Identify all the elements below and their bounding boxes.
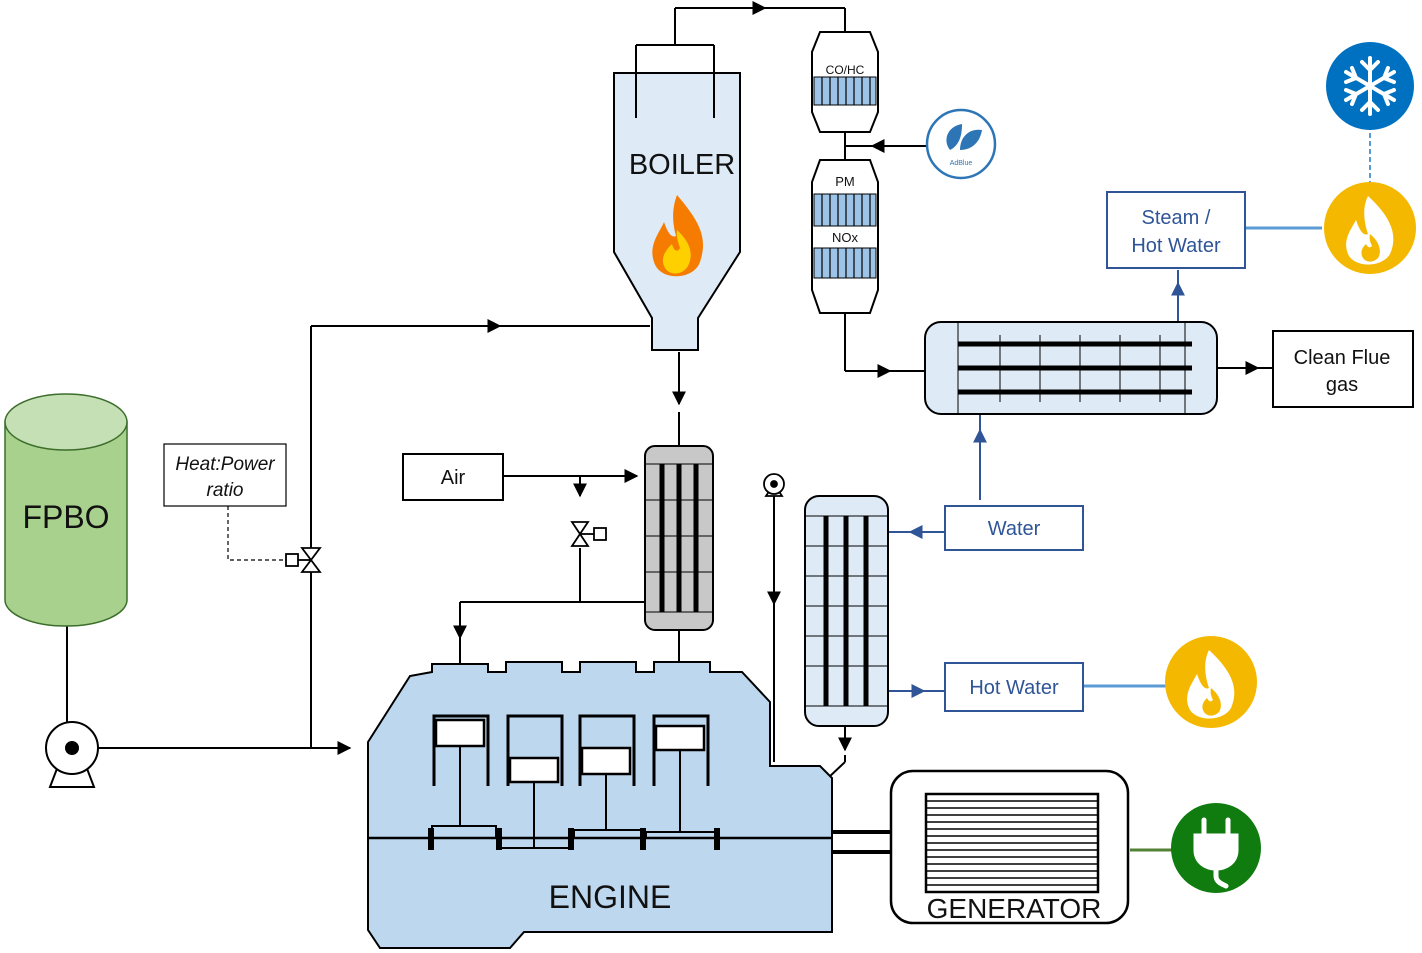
power-plug-icon (1171, 803, 1261, 893)
boiler-label: BOILER (629, 149, 735, 181)
pm-nox-catalyst: PM NOx (811, 159, 879, 314)
adblue-label: AdBlue (950, 160, 973, 167)
process-pipes (66, 1, 1272, 854)
control-signal-line (227, 506, 286, 561)
boiler: BOILER (613, 44, 741, 351)
water-label: Water (988, 518, 1041, 540)
engine: ENGINE (367, 661, 833, 949)
water-lines (888, 270, 1185, 698)
nox-label: NOx (832, 230, 859, 245)
heat-power-line2: ratio (207, 480, 244, 501)
hot-water-label: Hot Water (969, 677, 1059, 699)
valve-icon (285, 547, 322, 573)
clean-line2: gas (1326, 374, 1358, 396)
steam-hot-water-box (1106, 191, 1246, 269)
water-box (944, 505, 1084, 551)
adblue-leaf-icon: AdBlue (925, 108, 997, 180)
steam-line1: Steam / (1142, 207, 1211, 229)
coolant-pump-icon (763, 473, 785, 497)
air-label: Air (441, 467, 466, 489)
co-hc-label: CO/HC (826, 63, 865, 77)
fpbo-tank: FPBO (4, 393, 128, 627)
heat-power-box (163, 443, 287, 507)
flame-icon (1165, 636, 1257, 728)
flame-icon (652, 195, 704, 277)
steam-line2: Hot Water (1131, 235, 1221, 257)
fpbo-label: FPBO (22, 499, 109, 535)
valve-icon (570, 521, 607, 547)
coolant-heat-exchanger (804, 495, 889, 727)
pm-label: PM (835, 174, 855, 189)
generator: GENERATOR (889, 769, 1130, 925)
flue-gas-heat-exchanger (924, 321, 1218, 415)
air-preheater (644, 445, 714, 631)
air-box (402, 453, 504, 501)
flame-icon (1324, 182, 1416, 274)
snowflake-icon (1326, 42, 1414, 130)
heat-power-line1: Heat:Power (175, 454, 275, 475)
hot-water-box (944, 662, 1084, 712)
engine-label: ENGINE (549, 879, 672, 915)
co-hc-catalyst: CO/HC (811, 31, 879, 133)
clean-flue-gas-box (1272, 330, 1414, 408)
pump-icon (45, 721, 99, 788)
generator-label: GENERATOR (927, 893, 1102, 924)
clean-line1: Clean Flue (1294, 347, 1391, 369)
